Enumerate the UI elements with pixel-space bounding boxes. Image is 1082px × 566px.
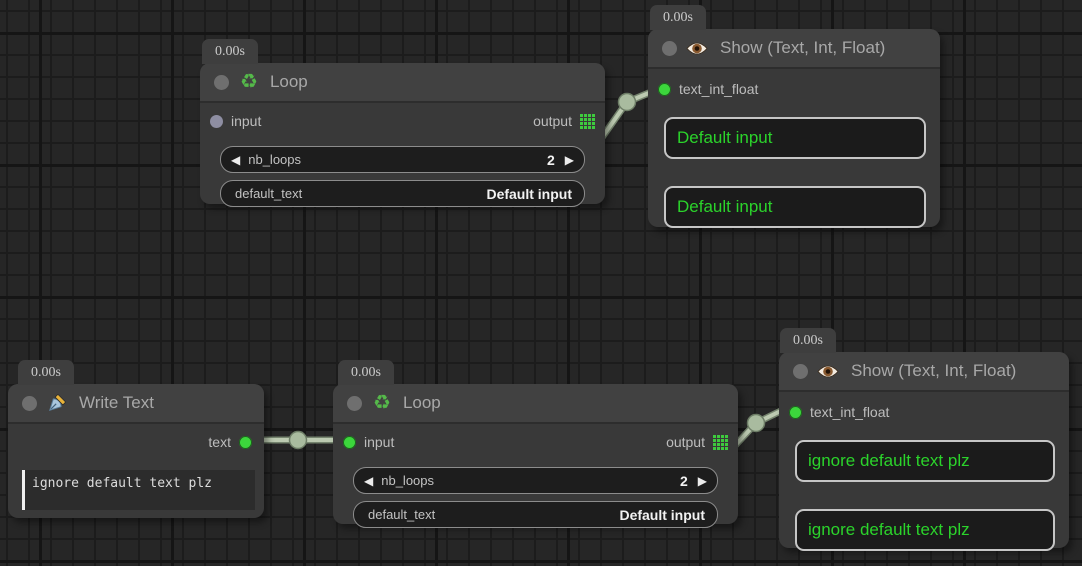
node-loop-top[interactable]: 0.00s ♻ Loop input output ◀ nb_loops 2 ▶… [200,39,605,207]
entry-label: default_text [368,507,436,522]
output-label: output [666,434,705,450]
pen-icon [49,393,66,411]
decrement-arrow-icon[interactable]: ◀ [364,473,374,488]
socket-label: text_int_float [810,404,890,420]
recycle-icon: ♻ [373,392,391,414]
timer-badge: 0.00s [650,5,706,30]
decrement-arrow-icon[interactable]: ◀ [231,152,241,167]
increment-arrow-icon[interactable]: ▶ [697,473,707,488]
timer-badge: 0.00s [202,39,258,64]
entry-value: Default input [619,506,705,523]
node-state-circle [793,363,808,379]
output-label: text [208,434,231,450]
wire-handle[interactable] [746,413,766,433]
node-header[interactable]: ♻ Loop [333,384,738,424]
stepper-value: 2 [546,151,555,168]
display-box: ignore default text plz [795,440,1055,482]
recycle-icon: ♻ [240,71,258,93]
text-editor[interactable]: ignore default text plz [22,470,255,510]
wire-handle[interactable] [617,92,637,112]
timer-badge: 0.00s [780,328,836,353]
node-title: Show (Text, Int, Float) [720,38,886,57]
node-header[interactable]: Show (Text, Int, Float) [648,29,940,69]
input-socket[interactable] [658,82,671,96]
stepper-value: 2 [679,472,688,489]
node-state-circle [662,40,677,56]
node-title: Show (Text, Int, Float) [851,361,1017,380]
output-grid-icon[interactable] [713,434,728,450]
stepper-label: nb_loops [248,152,302,167]
eye-icon [817,365,839,377]
display-box: ignore default text plz [795,509,1055,551]
default-text-entry[interactable]: default_text Default input [353,501,718,528]
node-title: Write Text [79,393,154,412]
input-label: input [364,434,395,450]
display-box: Default input [664,117,926,159]
timer-badge: 0.00s [338,360,394,385]
increment-arrow-icon[interactable]: ▶ [564,152,574,167]
default-text-entry[interactable]: default_text Default input [220,180,585,207]
node-title: Loop [402,393,441,412]
node-header[interactable]: Write Text [8,384,264,424]
entry-value: Default input [486,185,572,202]
stepper-label: nb_loops [381,473,435,488]
timer-badge: 0.00s [18,360,74,385]
eye-icon [686,42,708,54]
output-socket[interactable] [239,435,252,449]
node-show-top[interactable]: 0.00s Show (Text, Int, Float) text_int_f… [648,5,940,228]
wire-write-text-to-loop-bottom[interactable] [247,430,350,450]
node-write-text[interactable]: 0.00s Write Text text ignore default tex… [8,360,264,518]
node-show-bottom[interactable]: 0.00s Show (Text, Int, Float) text_int_f… [779,328,1069,551]
node-state-circle [22,395,37,411]
output-grid-icon[interactable] [580,113,595,129]
nb-loops-stepper[interactable]: ◀ nb_loops 2 ▶ [353,467,718,494]
socket-label: text_int_float [679,81,759,97]
nb-loops-stepper[interactable]: ◀ nb_loops 2 ▶ [220,146,585,173]
node-state-circle [347,395,362,411]
input-socket[interactable] [210,114,223,128]
input-socket[interactable] [343,435,356,449]
input-socket[interactable] [789,405,802,419]
display-box: Default input [664,186,926,228]
node-state-circle [214,74,229,90]
node-header[interactable]: ♻ Loop [200,63,605,103]
input-label: input [231,113,262,129]
node-loop-bottom[interactable]: 0.00s ♻ Loop input output ◀ nb_loops 2 ▶… [333,360,738,528]
wire-handle[interactable] [288,430,308,450]
node-title: Loop [269,72,308,91]
output-label: output [533,113,572,129]
entry-label: default_text [235,186,303,201]
node-header[interactable]: Show (Text, Int, Float) [779,352,1069,392]
